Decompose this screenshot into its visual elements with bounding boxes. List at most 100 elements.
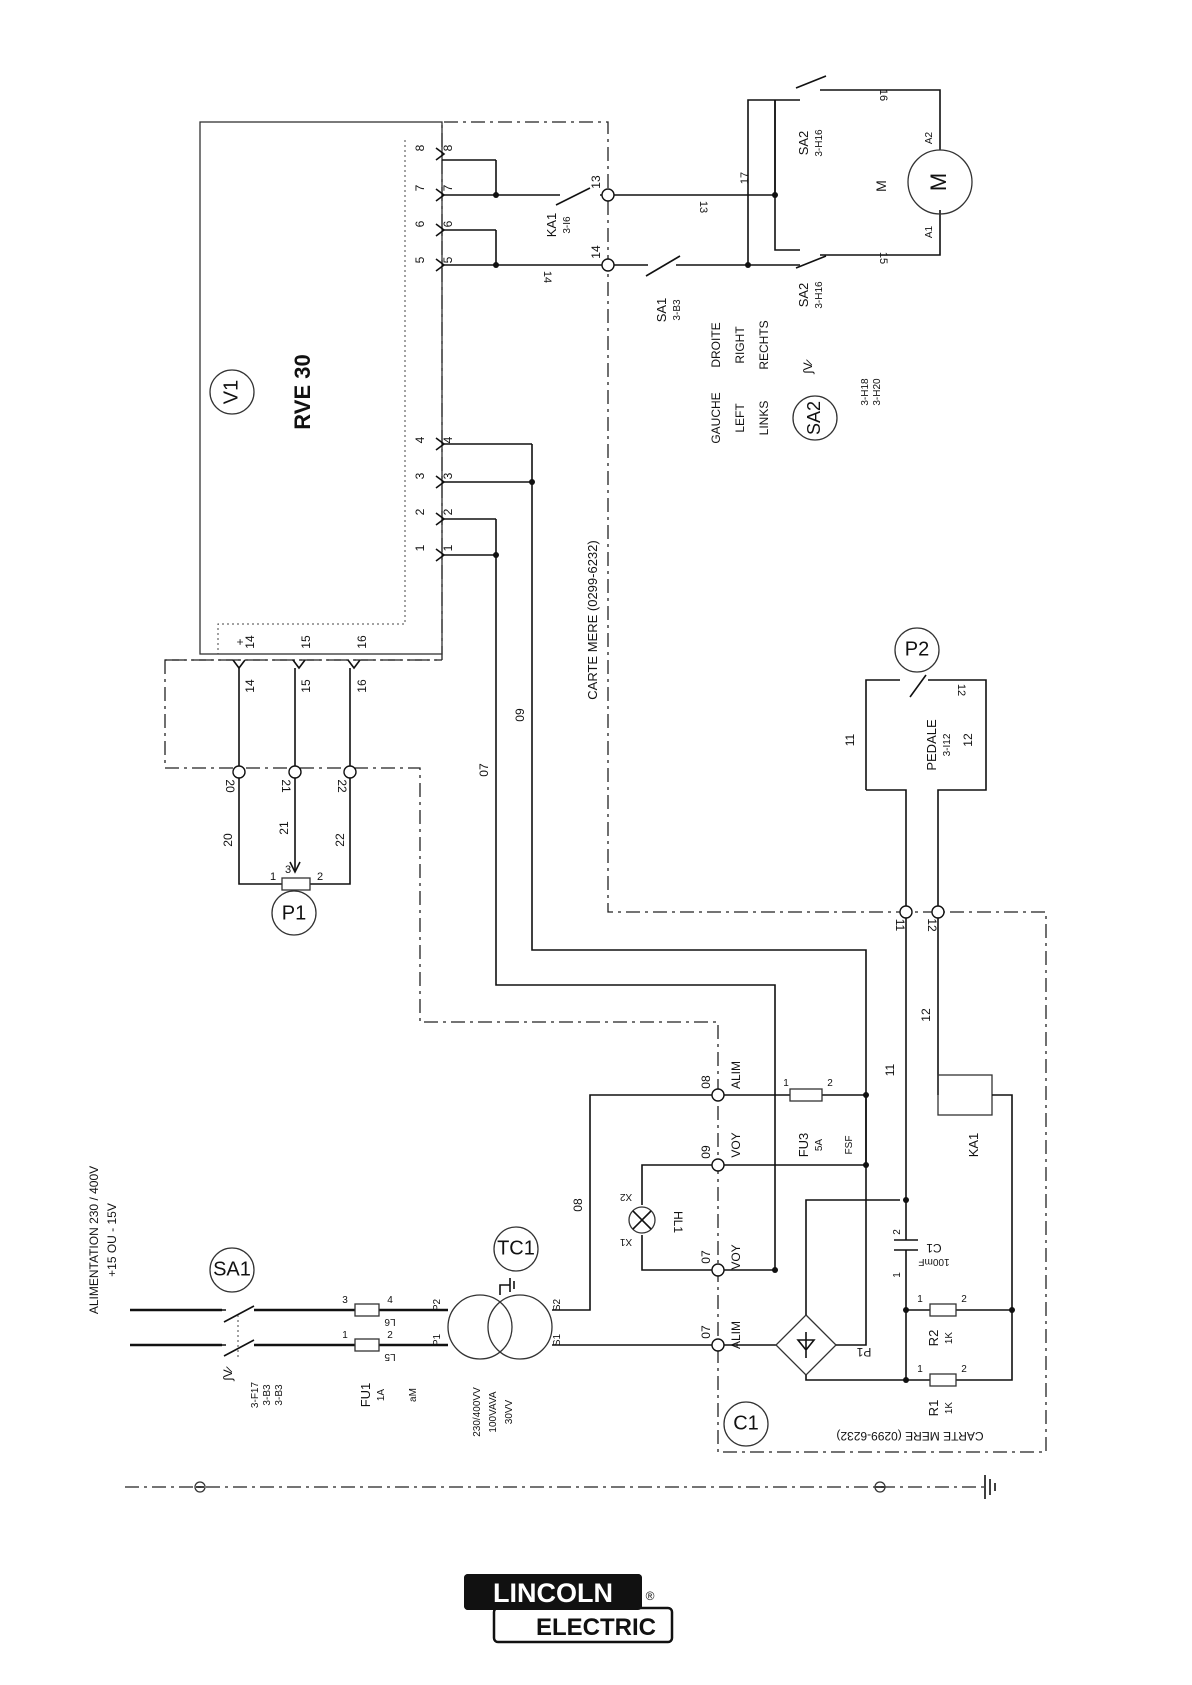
v1-connector-frame: [164, 121, 1047, 1453]
svg-text:1: 1: [342, 1330, 348, 1341]
svg-text:08: 08: [699, 1075, 713, 1089]
v1-model: RVE 30: [290, 354, 315, 429]
svg-text:R1: R1: [926, 1400, 941, 1417]
svg-text:3: 3: [342, 1295, 348, 1306]
svg-text:SA2: SA2: [804, 401, 824, 435]
svg-text:M: M: [873, 180, 889, 192]
svg-text:VOY: VOY: [729, 1132, 743, 1157]
p1-potentiometer: 20 21 22 20 21 22 1 3 2 P1: [221, 765, 357, 936]
svg-text:17: 17: [739, 172, 751, 184]
svg-text:6: 6: [441, 220, 455, 227]
svg-text:P2: P2: [905, 638, 929, 660]
svg-text:L5: L5: [384, 1351, 396, 1362]
svg-text:20: 20: [221, 833, 235, 847]
svg-text:3-H16: 3-H16: [814, 129, 825, 157]
earth-symbols: [194, 1475, 996, 1499]
svg-text:VOY: VOY: [729, 1244, 743, 1269]
svg-text:13: 13: [589, 175, 603, 189]
svg-text:1: 1: [783, 1078, 789, 1089]
svg-text:PEDALE: PEDALE: [924, 719, 939, 771]
svg-text:L6: L6: [384, 1316, 396, 1327]
svg-text:07: 07: [699, 1325, 713, 1339]
svg-text:22: 22: [333, 833, 347, 847]
svg-text:2: 2: [317, 871, 323, 883]
carte-mere-label: CARTE MERE (0299-6232): [585, 540, 600, 699]
v1-pins: 8 8 7 7 6 6 5 5 4 4 3 3 2: [413, 144, 604, 562]
supply-section: ALIMENTATION 230 / 400V +15 OU - 15V SA1…: [87, 1166, 448, 1408]
svg-text:1: 1: [270, 871, 276, 883]
svg-text:aM: aM: [408, 1388, 419, 1402]
svg-text:LINKS: LINKS: [757, 401, 771, 436]
svg-text:12: 12: [919, 1008, 933, 1022]
svg-text:2: 2: [441, 508, 455, 515]
svg-text:2: 2: [961, 1294, 967, 1305]
svg-text:RECHTS: RECHTS: [757, 320, 771, 369]
svg-text:A2: A2: [924, 131, 935, 144]
svg-text:P1: P1: [432, 1333, 443, 1346]
svg-text:12: 12: [925, 918, 939, 932]
svg-text:∫V̷: ∫V̷: [801, 359, 815, 374]
svg-text:1A: 1A: [376, 1389, 387, 1402]
v1-pin-8: 8 8: [413, 144, 496, 161]
svg-text:ALIM: ALIM: [729, 1061, 743, 1089]
v1-wiring: 07 09: [477, 160, 867, 1270]
svg-text:FU3: FU3: [796, 1133, 811, 1158]
svg-text:3-F17: 3-F17: [250, 1382, 261, 1409]
svg-text:3-I12: 3-I12: [942, 733, 953, 756]
svg-text:3-B3: 3-B3: [274, 1384, 285, 1406]
svg-text:X2: X2: [619, 1191, 632, 1202]
svg-text:8: 8: [441, 144, 455, 151]
v1-circle: [209, 369, 255, 415]
svg-text:1: 1: [413, 544, 427, 551]
svg-text:21: 21: [277, 821, 291, 835]
svg-text:SA2: SA2: [796, 131, 811, 156]
svg-text:X1: X1: [619, 1236, 632, 1247]
svg-text:3: 3: [285, 864, 291, 876]
v1-pin-7: 7 7: [413, 184, 540, 202]
lincoln-electric-logo: LINCOLN ELECTRIC ®: [464, 1574, 674, 1644]
svg-text:16: 16: [355, 635, 369, 649]
svg-text:07: 07: [699, 1250, 713, 1264]
svg-text:RIGHT: RIGHT: [733, 326, 747, 364]
svg-text:22: 22: [335, 779, 349, 793]
svg-text:100VAVA: 100VAVA: [488, 1391, 499, 1432]
v1-pin-6: 6 6: [413, 220, 496, 237]
svg-text:SA1: SA1: [213, 1258, 251, 1280]
svg-text:15: 15: [299, 679, 313, 693]
svg-text:CARTE MERE (0299-6232): CARTE MERE (0299-6232): [836, 1429, 983, 1443]
svg-text:FU1: FU1: [358, 1383, 373, 1408]
svg-text:11: 11: [843, 733, 857, 746]
svg-text:30VV: 30VV: [504, 1399, 515, 1424]
svg-text:15: 15: [877, 252, 889, 264]
svg-text:HL1: HL1: [671, 1211, 685, 1233]
svg-text:P2: P2: [432, 1298, 443, 1311]
svg-text:16: 16: [877, 89, 889, 101]
svg-text:A1: A1: [924, 225, 935, 238]
svg-text:4: 4: [441, 436, 455, 443]
v1-pin-1: 1 1: [413, 544, 496, 562]
v1-box: [199, 121, 443, 655]
svg-text:21: 21: [279, 779, 293, 793]
svg-text:1K: 1K: [944, 1332, 955, 1345]
svg-text:15: 15: [299, 635, 313, 649]
svg-text:TC1: TC1: [497, 1237, 535, 1259]
svg-text:SA2: SA2: [796, 283, 811, 308]
svg-text:7: 7: [441, 184, 455, 191]
svg-text:4: 4: [413, 436, 427, 443]
logo-registered-mark: ®: [646, 1589, 655, 1603]
svg-text:3: 3: [413, 472, 427, 479]
svg-text:2: 2: [827, 1078, 833, 1089]
svg-text:09: 09: [699, 1145, 713, 1159]
svg-text:KA1: KA1: [966, 1133, 981, 1158]
svg-text:2: 2: [892, 1229, 903, 1235]
svg-text:FSF: FSF: [844, 1136, 855, 1155]
svg-text:1: 1: [917, 1364, 923, 1375]
svg-text:16: 16: [355, 679, 369, 693]
svg-text:100mF: 100mF: [918, 1256, 949, 1267]
svg-text:2: 2: [413, 508, 427, 515]
v1-pin-2: 2 2: [413, 508, 496, 526]
svg-text:6: 6: [413, 220, 427, 227]
svg-text:3-H16: 3-H16: [814, 281, 825, 309]
svg-text:+: +: [233, 638, 247, 645]
